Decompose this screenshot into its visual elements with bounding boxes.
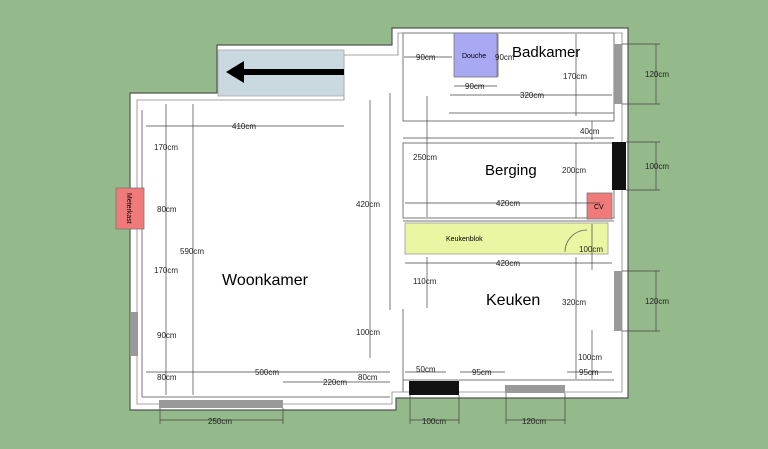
dim-label: 220cm (323, 378, 347, 387)
entry-arrow (226, 61, 344, 83)
dim-label: 250cm (413, 153, 437, 162)
dim-label: 80cm (157, 373, 177, 382)
dim-label: 100cm (578, 353, 602, 362)
dim-label: 170cm (154, 266, 178, 275)
dim-label: 170cm (563, 72, 587, 81)
dim-label: 420cm (356, 200, 380, 209)
dim-label: 110cm (413, 277, 437, 286)
dim-label: 90cm (495, 53, 515, 62)
dim-label: 100cm (579, 245, 603, 254)
keukenblok-fixture (404, 222, 609, 255)
douche-label: Douche (462, 53, 486, 60)
door-arc (564, 229, 588, 253)
dim-label: 80cm (157, 205, 177, 214)
room-berging-label: Berging (485, 162, 537, 179)
dim-label: 90cm (157, 331, 177, 340)
room-badkamer-label: Badkamer (512, 44, 580, 61)
dim-label: 200cm (562, 166, 586, 175)
dim-label: 50cm (416, 365, 436, 374)
meterkast-fixture (115, 187, 145, 230)
dim-label: 250cm (208, 417, 232, 426)
interior-walls (141, 32, 615, 398)
keukenblok-label: Keukenblok (446, 236, 483, 243)
room-keuken-label: Keuken (486, 292, 540, 309)
dim-label: 40cm (580, 127, 600, 136)
dim-label: 320cm (562, 298, 586, 307)
dim-label: 420cm (496, 259, 520, 268)
dim-label: 90cm (416, 53, 436, 62)
cv-fixture (586, 192, 613, 220)
douche-fixture (453, 32, 498, 78)
meterkast-label: Meterkast (125, 193, 132, 224)
windows (131, 44, 626, 408)
dim-label: 120cm (645, 297, 669, 306)
dim-label: 95cm (579, 368, 599, 377)
cv-label: CV (594, 204, 604, 211)
dim-label: 120cm (645, 70, 669, 79)
dim-label: 100cm (422, 417, 446, 426)
dim-label: 500cm (255, 368, 279, 377)
room-woonkamer-label: Woonkamer (222, 272, 309, 289)
dim-label: 100cm (645, 162, 669, 171)
dim-label: 90cm (465, 82, 485, 91)
dimension-lines (146, 34, 660, 424)
dim-label: 420cm (496, 199, 520, 208)
dim-label: 95cm (472, 368, 492, 377)
dim-label: 100cm (356, 328, 380, 337)
dim-label: 410cm (232, 122, 256, 131)
dim-label: 590cm (180, 247, 204, 256)
dim-label: 120cm (522, 417, 546, 426)
dim-label: 80cm (358, 373, 378, 382)
dimension-labels: 410cm 90cm 90cm 90cm 170cm 320cm 40cm 17… (154, 53, 669, 426)
dim-label: 320cm (520, 91, 544, 100)
dim-label: 170cm (154, 143, 178, 152)
